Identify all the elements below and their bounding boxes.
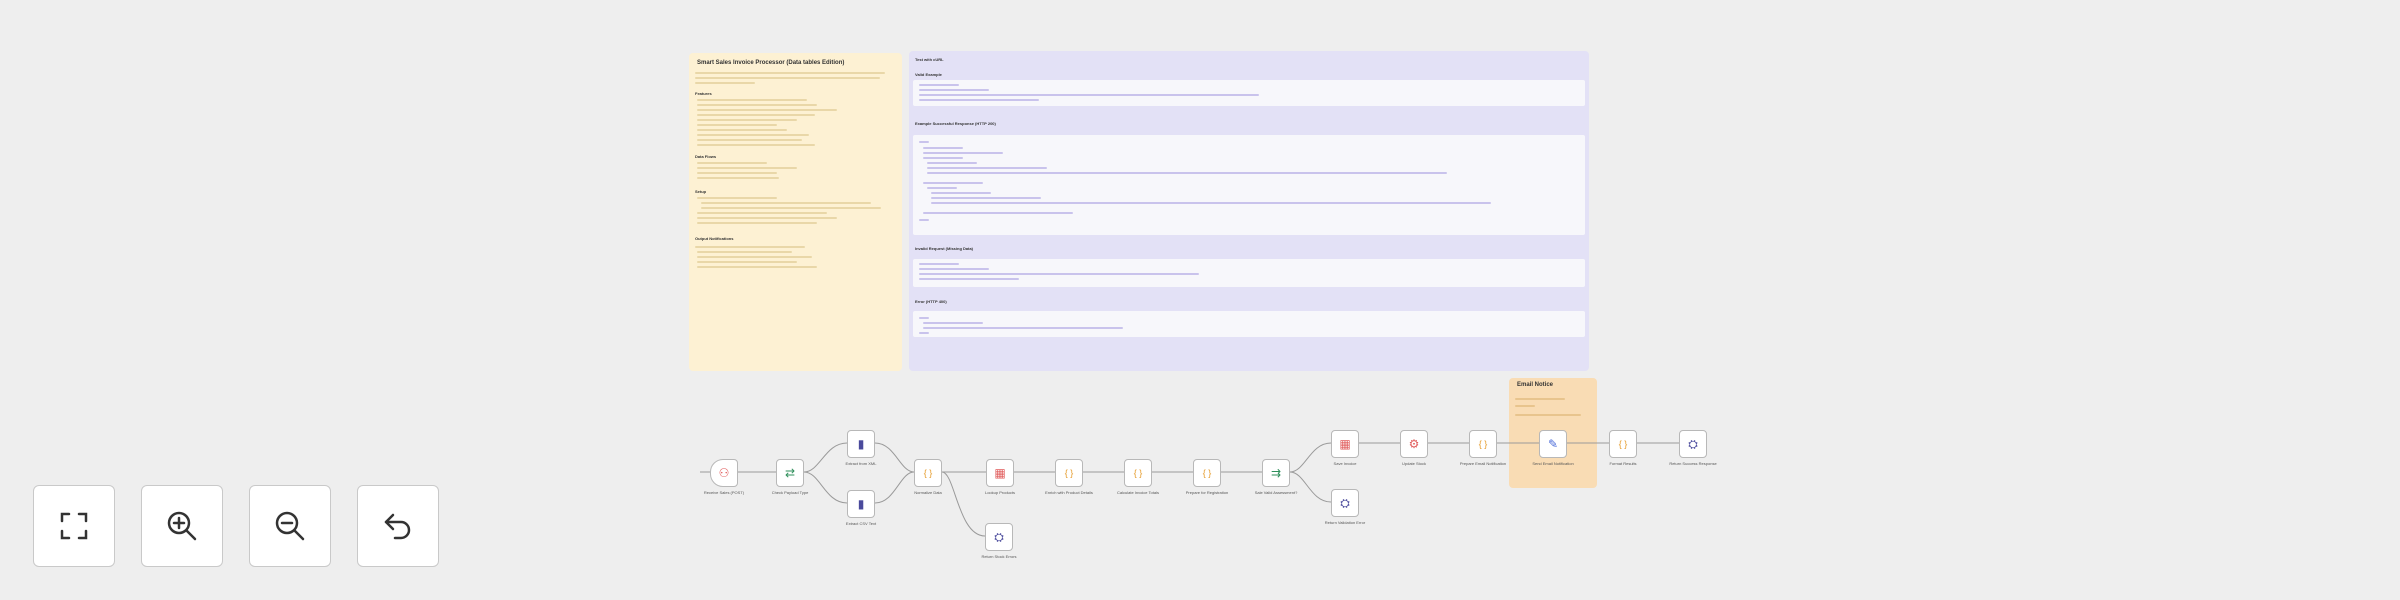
zoom-out-button[interactable] — [249, 485, 331, 567]
node-label: Update Stock — [1401, 461, 1426, 466]
sale-valid-assessment-node[interactable]: ⇉ — [1262, 459, 1290, 487]
prepare-email-notification-node[interactable]: { } — [1469, 430, 1497, 458]
sticky-note-testing[interactable]: Test with cURL Valid Example Example Suc… — [909, 51, 1589, 371]
lookup-products-node[interactable]: ▦ — [986, 459, 1014, 487]
gear-icon: ⚙ — [1408, 437, 1420, 451]
code-icon: { } — [1064, 468, 1074, 478]
code-icon: { } — [1202, 468, 1212, 478]
return-success-response-node[interactable]: ⛭ — [1679, 430, 1707, 458]
notifications-heading: Output Notifications — [695, 236, 734, 241]
code-icon: { } — [1478, 439, 1488, 449]
node-label: Calculate Invoice Totals — [1117, 490, 1159, 495]
return-stock-errors-node[interactable]: ⛭ — [985, 523, 1013, 551]
node-label: Return Validation Error — [1324, 520, 1366, 525]
node-label: Receive Sales (POST) — [703, 490, 745, 495]
calculate-invoice-totals-node[interactable]: { } — [1124, 459, 1152, 487]
invalid-heading: Invalid Request (Missing Data) — [915, 246, 974, 251]
extract-csv-text-node[interactable]: ▮ — [847, 490, 875, 518]
receive-sales-node[interactable]: ⚇ — [710, 459, 738, 487]
response-heading: Example Successful Response (HTTP 200) — [915, 121, 996, 126]
node-label: Prepare Email Notification — [1459, 461, 1507, 466]
node-label: Normalize Data — [914, 490, 942, 495]
node-label: Return Stock Errors — [981, 554, 1017, 559]
node-label: Format Results — [1609, 461, 1637, 466]
email-notice-title: Email Notice — [1517, 382, 1554, 388]
check-payload-type-node[interactable]: ⇄ — [776, 459, 804, 487]
data-flows-heading: Data Flows — [695, 154, 717, 159]
save-invoice-node[interactable]: ▦ — [1331, 430, 1359, 458]
pencil-icon: ✎ — [1547, 437, 1559, 451]
send-email-notification-node[interactable]: ✎ — [1539, 430, 1567, 458]
valid-example-heading: Valid Example — [915, 72, 942, 77]
node-label: Check Payload Type — [771, 490, 809, 495]
normalize-data-node[interactable]: { } — [914, 459, 942, 487]
sticky-note-overview[interactable]: Smart Sales Invoice Processor (Data tabl… — [689, 53, 902, 371]
respond-icon: ⛭ — [994, 529, 1004, 544]
if-icon: ⇉ — [1270, 466, 1282, 480]
sticky-title: Smart Sales Invoice Processor (Data tabl… — [697, 60, 845, 66]
invalid-example-code-block — [913, 259, 1585, 287]
switch-icon: ⇄ — [784, 466, 796, 480]
setup-heading: Setup — [695, 189, 707, 194]
valid-example-code-block — [913, 80, 1585, 106]
features-heading: Features — [695, 91, 712, 96]
return-validation-error-node[interactable]: ⛭ — [1331, 489, 1359, 517]
reset-zoom-button[interactable] — [357, 485, 439, 567]
test-heading: Test with cURL — [915, 57, 944, 62]
respond-icon: ⛭ — [1340, 495, 1350, 510]
table-icon: ▦ — [994, 466, 1006, 480]
undo-icon — [384, 513, 411, 540]
fit-view-button[interactable] — [33, 485, 115, 567]
update-stock-node[interactable]: ⚙ — [1400, 430, 1428, 458]
node-label: Prepare for Registration — [1185, 490, 1229, 495]
response-code-block — [913, 135, 1585, 235]
extract-from-xml-node[interactable]: ▮ — [847, 430, 875, 458]
node-label: Enrich with Product Details — [1045, 490, 1093, 495]
table-icon: ▦ — [1339, 437, 1351, 451]
code-icon: { } — [923, 468, 933, 478]
code-icon: { } — [1133, 468, 1143, 478]
enrich-product-details-node[interactable]: { } — [1055, 459, 1083, 487]
node-label: Return Success Response — [1669, 461, 1717, 466]
node-label: Lookup Products — [984, 490, 1016, 495]
zoom-in-button[interactable] — [141, 485, 223, 567]
error-code-block — [913, 311, 1585, 337]
zoom-in-icon — [167, 511, 197, 541]
file-icon: ▮ — [857, 497, 865, 511]
code-icon: { } — [1618, 439, 1628, 449]
file-icon: ▮ — [857, 437, 865, 451]
node-label: Send Email Notification — [1532, 461, 1574, 466]
node-label: Extract from XML — [845, 461, 877, 466]
webhook-icon: ⚇ — [718, 466, 730, 480]
fit-view-icon — [60, 512, 88, 540]
node-label: Extract CSV Text — [845, 521, 877, 526]
prepare-for-registration-node[interactable]: { } — [1193, 459, 1221, 487]
error-heading: Error (HTTP 400) — [915, 299, 947, 304]
zoom-out-icon — [275, 511, 305, 541]
node-label: Save Invoice — [1333, 461, 1357, 466]
format-results-node[interactable]: { } — [1609, 430, 1637, 458]
node-label: Sale Valid Assessment? — [1254, 490, 1298, 495]
respond-icon: ⛭ — [1688, 436, 1698, 451]
